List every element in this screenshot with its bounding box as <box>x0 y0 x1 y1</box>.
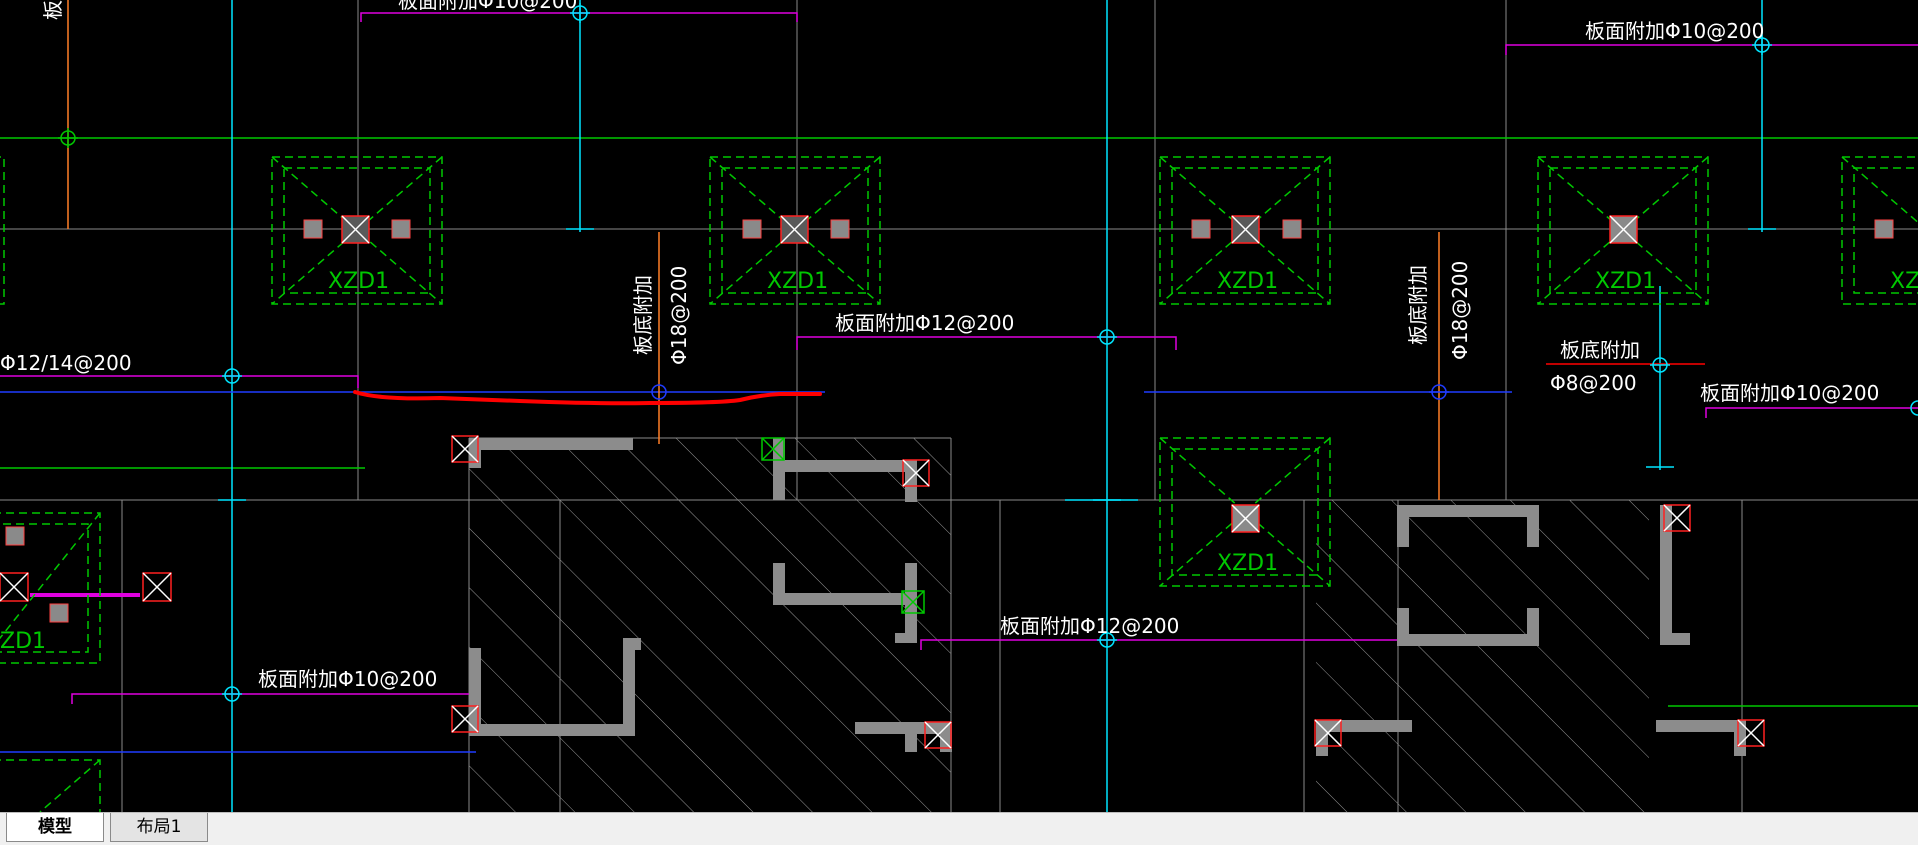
column-cap-label: XZD1 <box>1217 269 1278 294</box>
rebar-label-vertical: Φ18@200 <box>1448 261 1472 360</box>
column-cap <box>709 156 881 305</box>
axis-lines <box>231 0 1763 812</box>
rebar-label: 板面附加Φ10@200 <box>1700 381 1879 405</box>
red-markup-line <box>353 390 822 406</box>
cad-drawing-canvas[interactable]: 板面附加Φ10@200 板面附加Φ10@200 Φ12/14@200 板面附加Φ… <box>0 0 1918 812</box>
column-cap-label: XZD1 <box>1890 269 1918 294</box>
column-markers <box>0 215 1638 602</box>
tab-layout1[interactable]: 布局1 <box>110 813 208 842</box>
column-cap <box>0 156 101 812</box>
rebar-label: Φ8@200 <box>1550 371 1637 395</box>
rebar-label-vertical: 板底附加 <box>631 275 655 355</box>
column-cap-labels: XZD1 XZD1 XZD1 XZD1 XZD1 XZD1 ZD1 <box>0 269 1918 654</box>
column-cap <box>1159 156 1331 305</box>
orange-lines <box>67 0 1440 500</box>
rebar-label: 板面附加Φ10@200 <box>1585 19 1764 43</box>
blue-lines <box>0 391 1512 753</box>
column-cap-label: XZD1 <box>1217 551 1278 576</box>
rebar-label: Φ12/14@200 <box>0 351 132 375</box>
column-cap-label: ZD1 <box>0 629 46 654</box>
column-cap <box>1537 156 1709 305</box>
drawing-labels: 板面附加Φ10@200 板面附加Φ10@200 Φ12/14@200 板面附加Φ… <box>0 0 1879 691</box>
small-squares <box>5 219 1894 623</box>
rebar-label: 板底附加 <box>1560 338 1640 362</box>
rebar-label-vertical: Φ18@200 <box>667 266 691 365</box>
rebar-label: 板面附加Φ10@200 <box>258 667 437 691</box>
rebar-label: 板面附加Φ12@200 <box>835 311 1014 335</box>
column-cap-label: XZD1 <box>1595 269 1656 294</box>
rebar-label-vertical: 板底附加 <box>1406 265 1430 345</box>
rebar-label: 板面附加Φ12@200 <box>1000 614 1179 638</box>
rebar-label-vertical: 板 <box>41 0 65 20</box>
column-cap-label: XZD1 <box>767 269 828 294</box>
column-cap <box>271 156 443 305</box>
wall-corner-markers-green <box>761 437 925 614</box>
green-lines <box>0 137 1918 707</box>
layout-tab-bar: 模型 布局1 <box>0 812 1918 845</box>
tab-model[interactable]: 模型 <box>6 813 104 842</box>
axis-markers <box>58 3 1918 702</box>
column-cap <box>1841 156 1918 305</box>
rebar-label: 板面附加Φ10@200 <box>398 0 577 13</box>
column-cap <box>1159 437 1331 587</box>
column-cap-label: XZD1 <box>328 269 389 294</box>
wall-corner-markers <box>451 435 1765 749</box>
